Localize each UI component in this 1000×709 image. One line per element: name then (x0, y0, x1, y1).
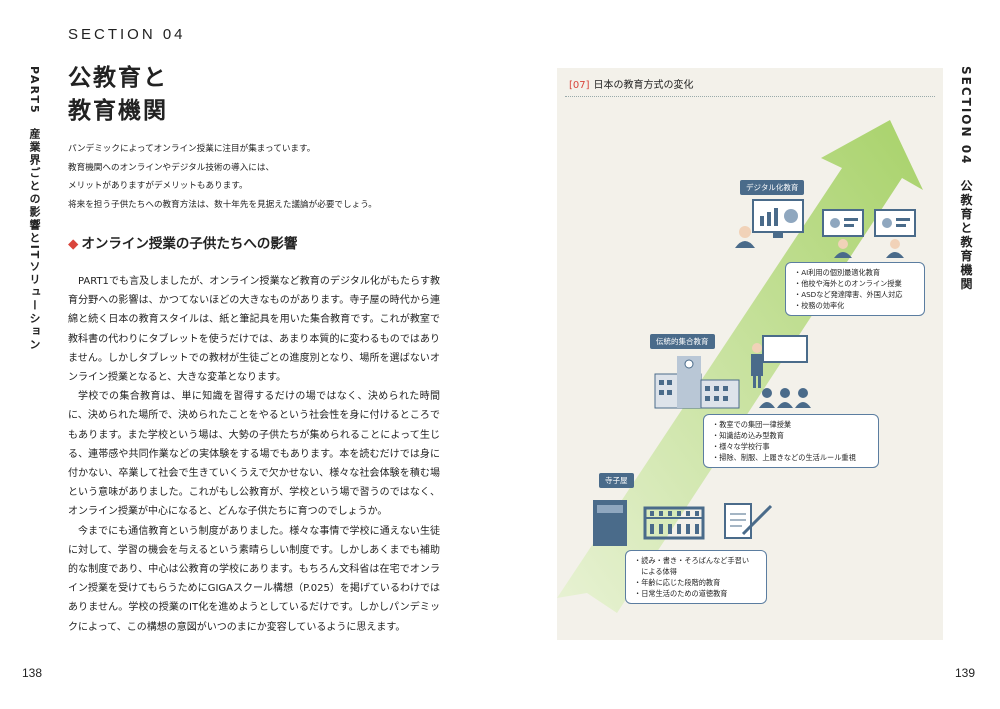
page-number-right: 139 (955, 666, 976, 680)
paragraph: PART1でも言及しましたが、オンライン授業など教育のデジタル化がもたらす教育分… (68, 276, 440, 384)
list-item: ・掃除、制服、上履きなどの生活ルール重視 (712, 453, 856, 462)
list-item: ・教室での集団一律授業 (712, 420, 792, 429)
paper-pen-icon (724, 503, 773, 539)
body-text: PART1でも言及しましたが、オンライン授業など教育のデジタル化がもたらす教育分… (68, 272, 440, 637)
lead-line: 教育機関へのオンラインやデジタル技術の導入には、 (68, 162, 275, 173)
figure-title-text: 日本の教育方式の変化 (593, 80, 694, 91)
lead-text: パンデミックによってオンライン授業に注目が集まっています。 教育機関へのオンライ… (68, 140, 488, 214)
paragraph: 今までにも通信教育という制度がありました。様々な事情で学校に通えない生徒に対して… (68, 525, 440, 633)
list-item: ・知識詰め込み型教育 (712, 431, 784, 440)
part-running-head: PART5 産業界ごとの影響とITソリューション (28, 66, 41, 352)
section-label: SECTION 04 (68, 26, 186, 43)
figure-illustration (557, 120, 923, 613)
figure-title: [07]日本の教育方式の変化 (569, 76, 694, 91)
list-item: ・様々な学校行事 (712, 442, 770, 451)
teacher-blackboard-icon (751, 335, 808, 388)
page-title: 公教育と 教育機関 (68, 62, 168, 128)
abacus-icon (643, 506, 705, 540)
online-class-icon (874, 209, 916, 258)
school-building-icon (654, 356, 740, 409)
list-item: ・ASDなど発達障害、外国人対応 (794, 290, 903, 299)
sub-heading: ◆オンライン授業の子供たちへの影響 (68, 232, 297, 252)
online-class-icon (822, 209, 864, 258)
stage-box-traditional: ・教室での集団一律授業 ・知識詰め込み型教育 ・様々な学校行事 ・掃除、制服、上… (703, 414, 879, 468)
lead-line: パンデミックによってオンライン授業に注目が集まっています。 (68, 144, 316, 154)
stage-box-digital: ・AI利用の個別最適化教育 ・他校や海外とのオンライン授業 ・ASDなど発達障害… (785, 262, 925, 316)
figure-divider (565, 96, 935, 97)
list-item: ・年齢に応じた段階的教育 (634, 578, 721, 587)
learner-avatar-icon (735, 226, 755, 248)
section-running-head: SECTION 04 公教育と教育機関 (959, 66, 973, 292)
progress-arrow-icon (557, 120, 923, 613)
lead-line: 将来を担う子供たちへの教育方法は、数十年先を見据えた議論が必要でしょう。 (68, 199, 377, 210)
list-item: ・日常生活のための道徳教育 (634, 589, 728, 598)
sub-heading-text: オンライン授業の子供たちへの影響 (81, 236, 298, 252)
figure-panel: [07]日本の教育方式の変化 (557, 68, 943, 640)
monitor-chart-icon (752, 199, 804, 238)
lead-line: メリットがありますがデメリットもあります。 (68, 181, 248, 191)
list-item: による体得 (634, 567, 677, 576)
list-item: ・他校や海外とのオンライン授業 (794, 279, 902, 288)
list-item: ・読み・書き・そろばんなど手習い (634, 556, 750, 565)
stage-box-terakoya: ・読み・書き・そろばんなど手習い による体得 ・年齢に応じた段階的教育 ・日常生… (625, 550, 767, 604)
list-item: ・校務の効率化 (794, 301, 845, 310)
paragraph: 学校での集合教育は、単に知識を習得するだけの場ではなく、決められた時間に、決めら… (68, 391, 440, 518)
students-icon (759, 388, 811, 408)
title-line: 公教育と (68, 65, 168, 91)
page-number-left: 138 (22, 666, 43, 680)
list-item: ・AI利用の個別最適化教育 (794, 268, 881, 277)
stage-tag-digital: デジタル化教育 (740, 180, 805, 195)
stage-tag-traditional: 伝統的集合教育 (650, 334, 715, 349)
title-line: 教育機関 (68, 98, 168, 124)
figure-number: [07] (569, 80, 590, 91)
book-icon (593, 500, 627, 546)
stage-tag-terakoya: 寺子屋 (599, 473, 634, 488)
diamond-icon: ◆ (68, 236, 79, 252)
